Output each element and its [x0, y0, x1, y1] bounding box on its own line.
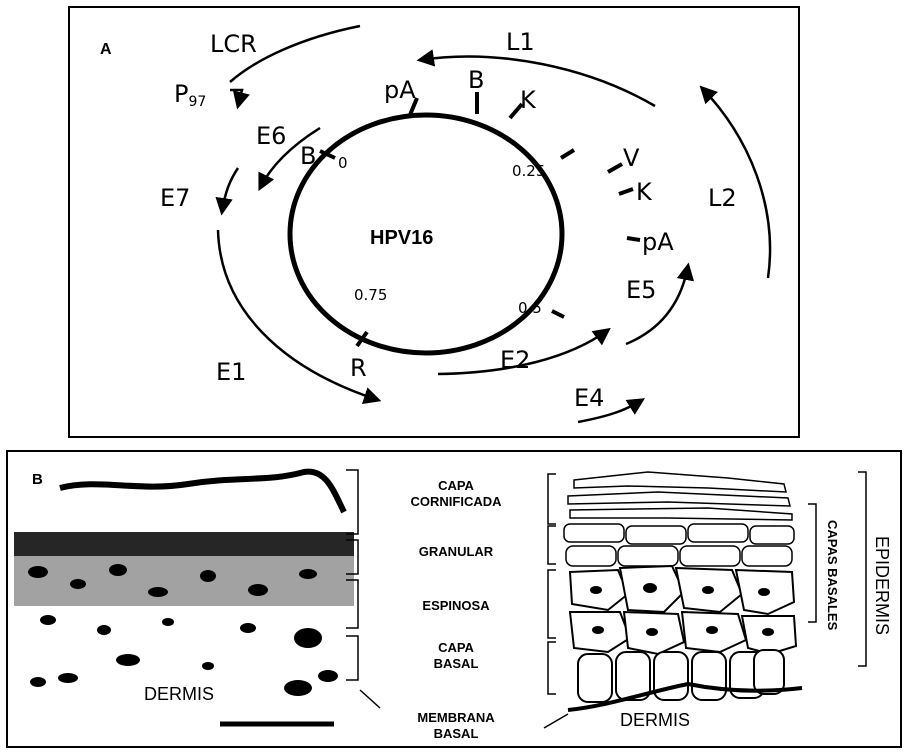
rbracket-cornified: [548, 474, 556, 524]
site-pA-top: pA: [384, 76, 416, 104]
basal-cells: [578, 650, 784, 702]
site-ticks: [320, 92, 640, 346]
tick-05: [552, 311, 564, 317]
membrane-pointer: [360, 690, 380, 708]
bracket-basal: [346, 636, 358, 680]
panel-b-epithelium: B DERMIS: [6, 450, 902, 748]
membrane-pointer-right: [544, 714, 568, 728]
layer-membrane-1: MEMBRANA: [417, 710, 495, 725]
tick-K-right: [619, 189, 633, 194]
schematic: [564, 472, 802, 710]
gene-e6-label: E6: [256, 122, 286, 150]
l1-arrow: [420, 57, 655, 106]
panel-a-genome-map: A HPV16 pA B K V K pA B R 0 0.25 0.5 0.: [68, 6, 800, 438]
layer-membrane-2: BASAL: [434, 726, 479, 741]
pos-025: 0.25: [512, 162, 545, 180]
p97-arrow: [230, 90, 242, 106]
cornified-layer-micrograph: [60, 472, 344, 512]
tick-V: [608, 164, 622, 172]
layer-basal-2: BASAL: [434, 656, 479, 671]
l2-arrow: [702, 88, 770, 278]
epithelium-svg: B DERMIS: [8, 452, 904, 750]
rbracket-granular: [548, 526, 556, 564]
gene-e1-label: E1: [216, 358, 246, 386]
site-K-right: K: [636, 178, 653, 206]
pos-05: 0.5: [518, 299, 542, 317]
site-pA-right: pA: [642, 228, 674, 256]
pos-0: 0: [338, 154, 348, 172]
bracket-cornified: [346, 470, 358, 534]
layer-granular: GRANULAR: [419, 544, 494, 559]
bracket-suprabasal: [808, 504, 816, 622]
granular-cells: [564, 524, 794, 566]
tick-pA-right: [627, 238, 640, 240]
panel-a-letter: A: [100, 41, 112, 58]
spinous-cells: [570, 566, 796, 654]
layer-cornified-1: CAPA: [438, 478, 474, 493]
promoter-label: P97: [174, 80, 206, 110]
layer-basal-1: CAPA: [438, 640, 474, 655]
cornified-flakes: [568, 472, 792, 520]
genome-map-svg: A HPV16 pA B K V K pA B R 0 0.25 0.5 0.: [70, 8, 802, 440]
panel-b-letter: B: [32, 471, 43, 488]
gene-e4-label: E4: [574, 384, 604, 412]
gene-e7-label: E7: [160, 184, 190, 212]
micrograph: DERMIS: [14, 472, 354, 724]
layer-spinous: ESPINOSA: [422, 598, 490, 613]
site-V: V: [623, 144, 640, 172]
rbracket-basal: [548, 642, 556, 694]
gene-l1-label: L1: [506, 28, 535, 56]
e7-arrow: [222, 168, 238, 212]
gene-e2-label: E2: [500, 346, 530, 374]
rbracket-spinous: [548, 570, 556, 638]
pos-075: 0.75: [354, 286, 387, 304]
tick-025: [561, 150, 574, 158]
suprabasal-label: CAPAS BASALES: [825, 520, 840, 631]
dermis-right-label: DERMIS: [620, 710, 690, 730]
site-B-top: B: [468, 66, 484, 94]
granular-band: [14, 532, 354, 556]
dermis-left-label: DERMIS: [144, 684, 214, 704]
epidermis-label: EPIDERMIS: [872, 536, 892, 635]
lcr-label: LCR: [210, 30, 257, 58]
site-B-left: B: [300, 142, 316, 170]
gene-e5-label: E5: [626, 276, 656, 304]
gene-l2-label: L2: [708, 184, 737, 212]
site-R: R: [350, 354, 367, 382]
spinous-band: [14, 556, 354, 606]
site-K-top: K: [520, 86, 537, 114]
layer-cornified-2: CORNIFICADA: [411, 494, 503, 509]
bracket-epidermis: [858, 472, 866, 666]
genome-name: HPV16: [370, 227, 433, 249]
